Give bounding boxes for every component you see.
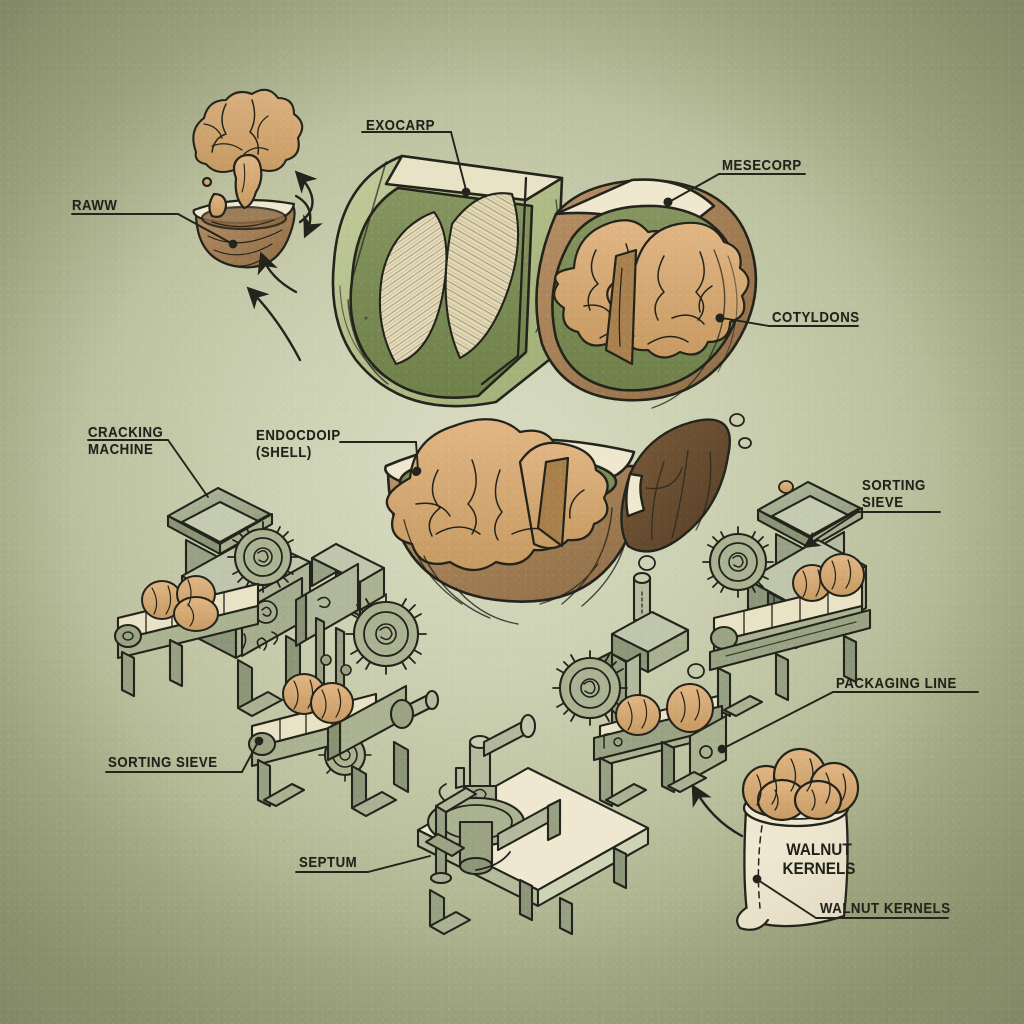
shell-fragment bbox=[620, 418, 731, 553]
label-cracking-machine: CRACKING MACHINE bbox=[88, 424, 164, 458]
loose-kernel-top bbox=[192, 88, 304, 177]
walnut-right-half bbox=[535, 178, 758, 409]
flow-arrows bbox=[246, 170, 323, 362]
label-cotyldons: COTYLDONS bbox=[772, 309, 860, 326]
label-exocarp: EXOCARP bbox=[366, 117, 435, 134]
walnut-left-half bbox=[331, 154, 564, 408]
cracking-machine bbox=[113, 486, 312, 718]
label-raww: RAWW bbox=[72, 197, 118, 214]
label-septum: SEPTUM bbox=[299, 854, 358, 871]
sorting-sieve-left bbox=[247, 542, 440, 818]
label-walnut-kernels: WALNUT KERNELS bbox=[820, 900, 951, 917]
leader-lines bbox=[71, 131, 979, 919]
label-sorting-sieve-right: SORTING SIEVE bbox=[862, 477, 926, 511]
svg-text:WALNUT: WALNUT bbox=[786, 840, 851, 859]
label-packaging-line: PACKAGING LINE bbox=[836, 675, 957, 692]
label-mesecorp: MESECORP bbox=[722, 157, 802, 174]
septum-press bbox=[416, 713, 650, 936]
packaging-line bbox=[552, 571, 728, 808]
raw-walnut-half bbox=[192, 153, 296, 269]
cracked-walnut-bowl bbox=[384, 418, 643, 625]
label-sorting-sieve-left: SORTING SIEVE bbox=[108, 754, 218, 771]
walnut-crumbs bbox=[638, 413, 752, 679]
svg-text:KERNELS: KERNELS bbox=[782, 859, 855, 878]
label-endocdoip: ENDOCDOIP (SHELL) bbox=[256, 427, 341, 461]
